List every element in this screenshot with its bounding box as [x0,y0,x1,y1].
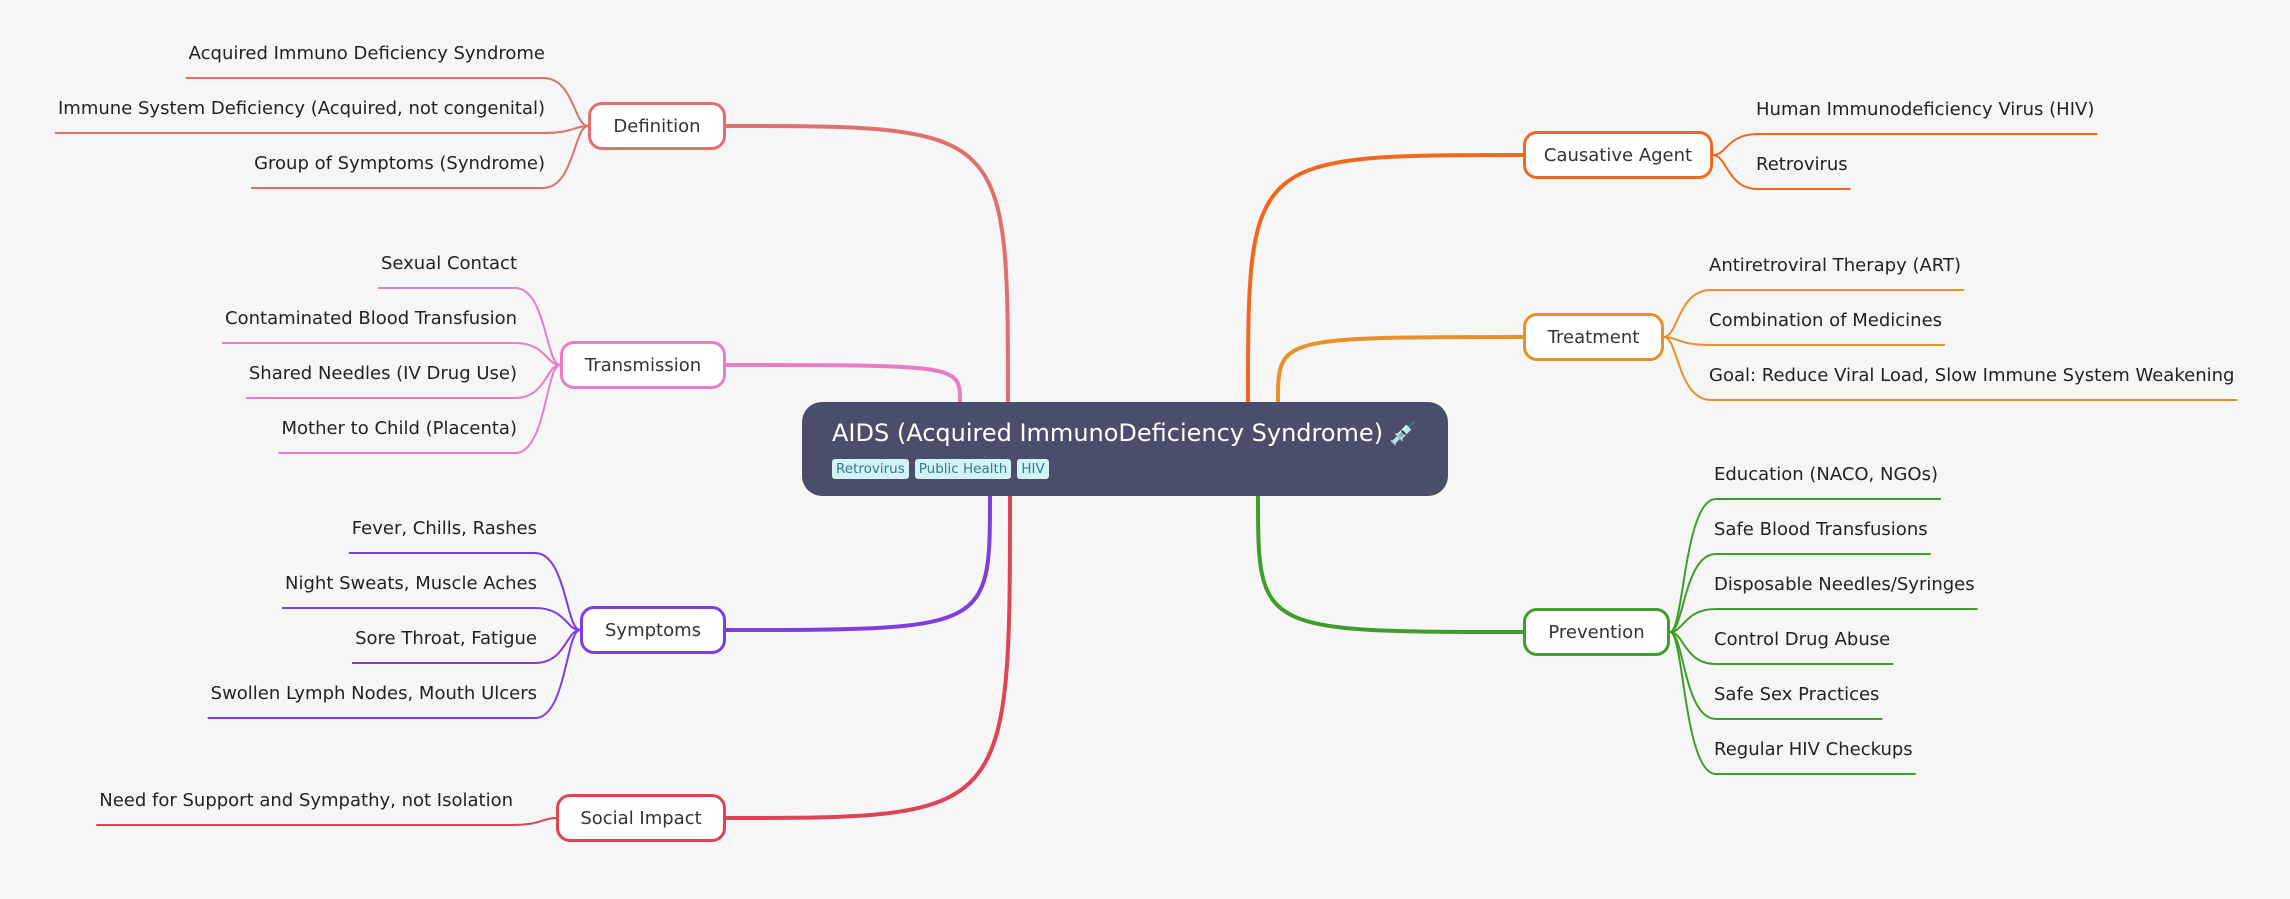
leaf-symptoms-1[interactable]: Fever, Chills, Rashes [351,518,537,539]
leaf-definition-1[interactable]: Acquired Immuno Deficiency Syndrome [188,43,545,64]
leaf-symptoms-3[interactable]: Sore Throat, Fatigue [355,628,537,649]
leaf-symptoms-2[interactable]: Night Sweats, Muscle Aches [285,573,537,594]
branch-node-symptoms[interactable]: Symptoms [580,606,726,654]
branch-connector-treatment [1276,335,1524,403]
leaf-connector-prevention-4 [1669,631,1894,665]
central-topic[interactable]: AIDS (Acquired ImmunoDeficiency Syndrome… [802,402,1448,496]
leaf-connector-prevention-1 [1669,498,1941,633]
leaf-prevention-4[interactable]: Control Drug Abuse [1714,629,1891,650]
central-tags: Retrovirus Public Health HIV [832,459,1448,479]
leaf-connector-transmission-4 [278,364,561,454]
branch-connector-social-impact [725,495,1012,820]
leaf-connector-prevention-2 [1669,553,1931,633]
branch-connector-definition [725,124,1010,403]
leaf-connector-transmission-1 [377,287,561,366]
leaf-connector-causative-agent-2 [1712,154,1851,190]
leaf-connector-causative-agent-1 [1712,133,2098,156]
branch-node-treatment[interactable]: Treatment [1523,313,1664,361]
leaf-social-impact-1[interactable]: Need for Support and Sympathy, not Isola… [99,790,513,811]
leaf-transmission-4[interactable]: Mother to Child (Placenta) [281,418,517,439]
branch-connector-transmission [725,363,962,403]
branch-connector-prevention [1256,495,1524,634]
leaf-connector-treatment-2 [1663,336,1946,346]
leaf-connector-prevention-3 [1669,608,1978,633]
leaf-prevention-2[interactable]: Safe Blood Transfusions [1714,519,1928,540]
leaf-connector-treatment-1 [1663,289,1964,338]
branch-node-causative-agent[interactable]: Causative Agent [1523,131,1713,179]
leaf-prevention-6[interactable]: Regular HIV Checkups [1714,739,1913,760]
leaf-symptoms-4[interactable]: Swollen Lymph Nodes, Mouth Ulcers [210,683,537,704]
leaf-connector-definition-2 [55,125,589,134]
branch-node-prevention[interactable]: Prevention [1523,608,1670,656]
leaf-treatment-1[interactable]: Antiretroviral Therapy (ART) [1709,255,1961,276]
branch-node-social-impact[interactable]: Social Impact [556,794,726,842]
branch-connector-symptoms [725,495,992,632]
leaf-transmission-2[interactable]: Contaminated Blood Transfusion [225,308,517,329]
leaf-connector-prevention-6 [1669,631,1916,775]
tag-hiv[interactable]: HIV [1017,459,1049,479]
leaf-causative-agent-2[interactable]: Retrovirus [1756,154,1848,175]
branch-node-transmission[interactable]: Transmission [560,341,726,389]
leaf-connector-definition-3 [251,125,589,189]
leaf-prevention-1[interactable]: Education (NACO, NGOs) [1714,464,1938,485]
leaf-transmission-1[interactable]: Sexual Contact [380,253,517,274]
tag-public-health[interactable]: Public Health [914,459,1012,479]
leaf-connector-transmission-3 [245,364,561,399]
leaf-prevention-5[interactable]: Safe Sex Practices [1714,684,1880,705]
leaf-connector-symptoms-4 [207,629,581,719]
leaf-transmission-3[interactable]: Shared Needles (IV Drug Use) [248,363,517,384]
leaf-connector-transmission-2 [222,342,561,366]
leaf-causative-agent-1[interactable]: Human Immunodeficiency Virus (HIV) [1756,99,2095,120]
tag-retrovirus[interactable]: Retrovirus [832,459,909,479]
syringe-icon: 💉 [1389,422,1417,447]
leaf-connector-social-impact-1 [96,817,557,826]
leaf-connector-symptoms-3 [352,629,581,664]
leaf-definition-2[interactable]: Immune System Deficiency (Acquired, not … [58,98,545,119]
leaf-treatment-2[interactable]: Combination of Medicines [1709,310,1943,331]
branch-connector-causative-agent [1246,153,1524,403]
central-topic-title: AIDS (Acquired ImmunoDeficiency Syndrome… [832,419,1384,447]
leaf-treatment-3[interactable]: Goal: Reduce Viral Load, Slow Immune Sys… [1709,365,2235,386]
leaf-connector-symptoms-1 [348,552,581,631]
leaf-definition-3[interactable]: Group of Symptoms (Syndrome) [254,153,545,174]
leaf-connector-symptoms-2 [282,607,581,631]
leaf-connector-treatment-3 [1663,336,2238,401]
branch-node-definition[interactable]: Definition [588,102,726,150]
leaf-prevention-3[interactable]: Disposable Needles/Syringes [1714,574,1975,595]
leaf-connector-definition-1 [185,77,589,127]
